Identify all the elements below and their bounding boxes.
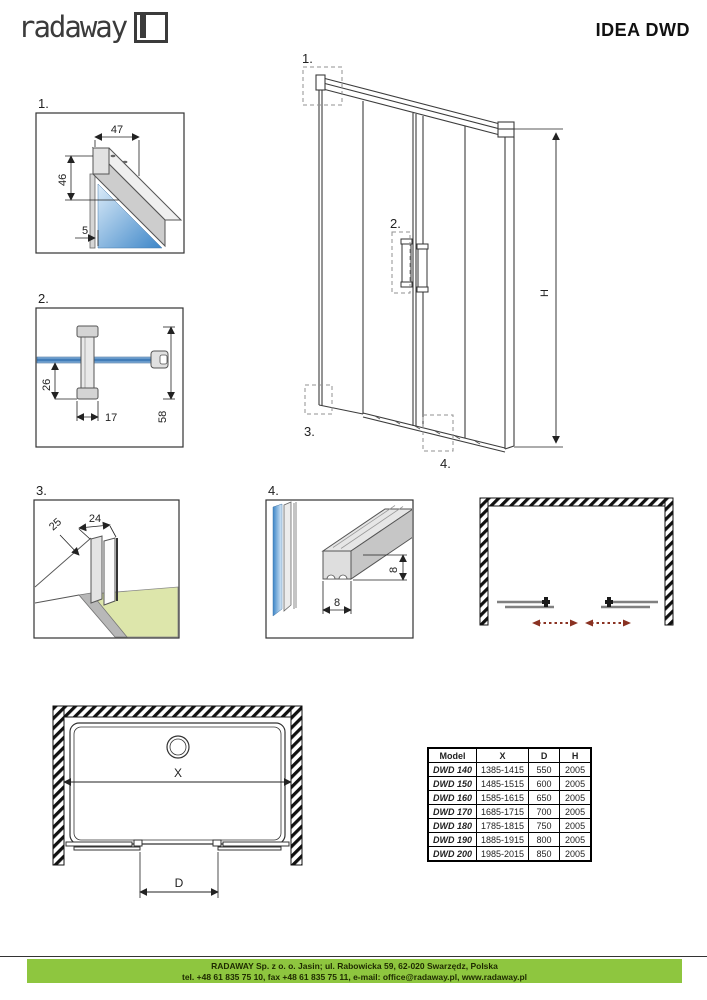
glass-pane bbox=[36, 356, 154, 364]
plan-view: X D bbox=[52, 705, 303, 898]
d-dimension: D bbox=[139, 852, 219, 898]
elevation-drawing: 1. 2. 3. 4. H bbox=[302, 51, 563, 471]
height-dim-label: H bbox=[539, 289, 551, 297]
marker-label-2: 2. bbox=[390, 216, 401, 231]
dim-8-height: 8 bbox=[388, 567, 400, 573]
detail-1-drawing: 1. 47 46 5 bbox=[35, 96, 185, 254]
marker-label-4: 4. bbox=[440, 456, 451, 471]
dim-24: 24 bbox=[89, 513, 101, 525]
top-rail bbox=[315, 74, 515, 138]
marker-label-1: 1. bbox=[302, 51, 313, 66]
dim-47: 47 bbox=[111, 124, 123, 136]
col-model: Model bbox=[427, 747, 478, 763]
detail-2-label: 2. bbox=[38, 291, 49, 306]
walls bbox=[479, 497, 674, 626]
height-dimension: H bbox=[514, 128, 563, 448]
detail-3-drawing: 3. 24 25 bbox=[33, 483, 180, 639]
footer-band: RADAWAY Sp. z o. o. Jasin; ul. Rabowicka… bbox=[27, 959, 682, 983]
marker-label-3: 3. bbox=[304, 424, 315, 439]
d-dim-label: D bbox=[175, 876, 184, 890]
detail-1-label: 1. bbox=[38, 96, 49, 111]
dim-5: 5 bbox=[82, 225, 88, 237]
col-h: H bbox=[559, 747, 592, 763]
door-panels bbox=[497, 600, 658, 609]
door-handles bbox=[400, 238, 429, 293]
door-track bbox=[65, 839, 290, 851]
door-connectors bbox=[542, 597, 613, 607]
wall-profile bbox=[34, 535, 179, 638]
bottom-guide-profile bbox=[272, 501, 412, 617]
dim-17: 17 bbox=[105, 412, 117, 424]
dim-58: 58 bbox=[157, 411, 169, 423]
col-x: X bbox=[476, 747, 530, 763]
sliding-schematic bbox=[479, 497, 674, 627]
slide-direction-arrows bbox=[532, 619, 631, 627]
footer-contact: tel. +48 61 835 75 10, fax +48 61 835 75… bbox=[181, 972, 528, 982]
radaway-logo: radaway bbox=[18, 10, 169, 44]
dim-26: 26 bbox=[41, 379, 53, 391]
logo-text: radaway bbox=[18, 10, 128, 44]
x-dim-label: X bbox=[174, 766, 182, 780]
footer-address: RADAWAY Sp. z o. o. Jasin; ul. Rabowicka… bbox=[211, 961, 498, 971]
footer-divider bbox=[0, 956, 707, 957]
detail-4-label: 4. bbox=[268, 483, 279, 498]
dim-46: 46 bbox=[57, 174, 69, 186]
detail-2-dimensions bbox=[51, 326, 175, 421]
detail-4-drawing: 4. 8 8 bbox=[265, 483, 414, 639]
shower-tray bbox=[69, 722, 286, 845]
detail-3-dimensions bbox=[59, 521, 117, 556]
detail-1-dimensions bbox=[65, 133, 140, 246]
dim-8-width: 8 bbox=[334, 597, 340, 609]
detail-marker-2 bbox=[391, 231, 411, 294]
detail-2-drawing: 2. 26 17 58 bbox=[35, 291, 184, 448]
detail-marker-1 bbox=[302, 66, 343, 106]
page-title: IDEA DWD bbox=[595, 20, 690, 40]
top-rail-profile bbox=[89, 146, 183, 249]
detail-3-label: 3. bbox=[36, 483, 47, 498]
shower-frame-icon bbox=[134, 12, 169, 43]
detail-4-dimensions bbox=[322, 554, 407, 614]
table-header-row: Model X D H bbox=[427, 747, 592, 763]
x-dimension: X bbox=[63, 766, 292, 786]
col-d: D bbox=[528, 747, 561, 763]
glass-panels bbox=[318, 90, 515, 453]
detail-marker-4 bbox=[422, 414, 454, 452]
glass-pane bbox=[272, 503, 283, 617]
